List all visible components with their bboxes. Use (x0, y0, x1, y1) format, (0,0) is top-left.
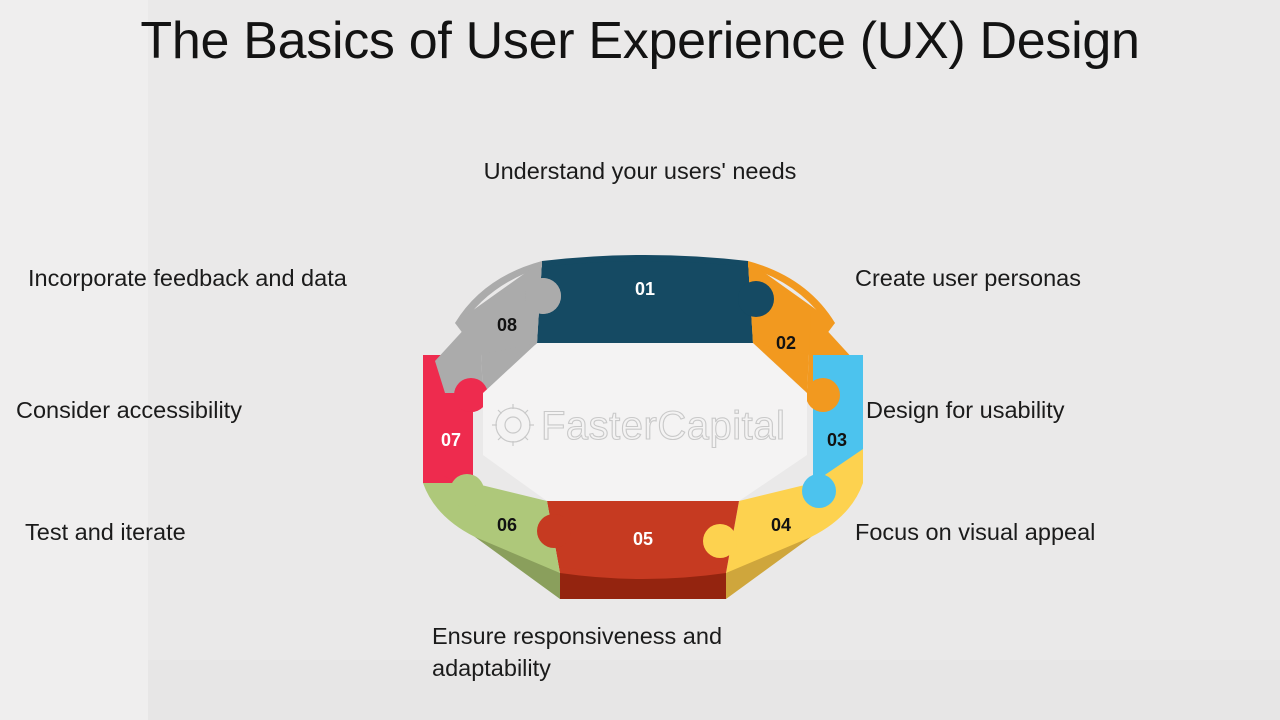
segment-number-02: 02 (776, 333, 796, 353)
octagon-puzzle-diagram: 01 02 (415, 243, 875, 618)
ring-inner-hole (483, 343, 807, 501)
caption-incorporate-feedback: Incorporate feedback and data (28, 265, 347, 291)
caption-understand-users-needs: Understand your users' needs (483, 158, 797, 184)
segment-number-01: 01 (635, 279, 655, 299)
segment-number-08: 08 (497, 315, 517, 335)
segment-01[interactable]: 01 (525, 255, 774, 343)
caption-design-for-usability: Design for usability (866, 397, 1065, 423)
caption-focus-on-visual-appeal: Focus on visual appeal (855, 519, 1096, 545)
caption-consider-accessibility: Consider accessibility (16, 397, 242, 423)
ring-top-faces: 01 02 (423, 255, 863, 579)
segment-number-07: 07 (441, 430, 461, 450)
caption-test-and-iterate: Test and iterate (25, 519, 186, 545)
segment-08[interactable]: 08 (435, 261, 561, 412)
segment-number-05: 05 (633, 529, 653, 549)
segment-number-03: 03 (827, 430, 847, 450)
segment-number-04: 04 (771, 515, 791, 535)
page-title: The Basics of User Experience (UX) Desig… (140, 12, 1140, 70)
segment-number-06: 06 (497, 515, 517, 535)
caption-ensure-responsiveness: Ensure responsiveness and adaptability (432, 623, 723, 681)
side-05 (560, 573, 726, 599)
caption-create-user-personas: Create user personas (855, 265, 1081, 291)
